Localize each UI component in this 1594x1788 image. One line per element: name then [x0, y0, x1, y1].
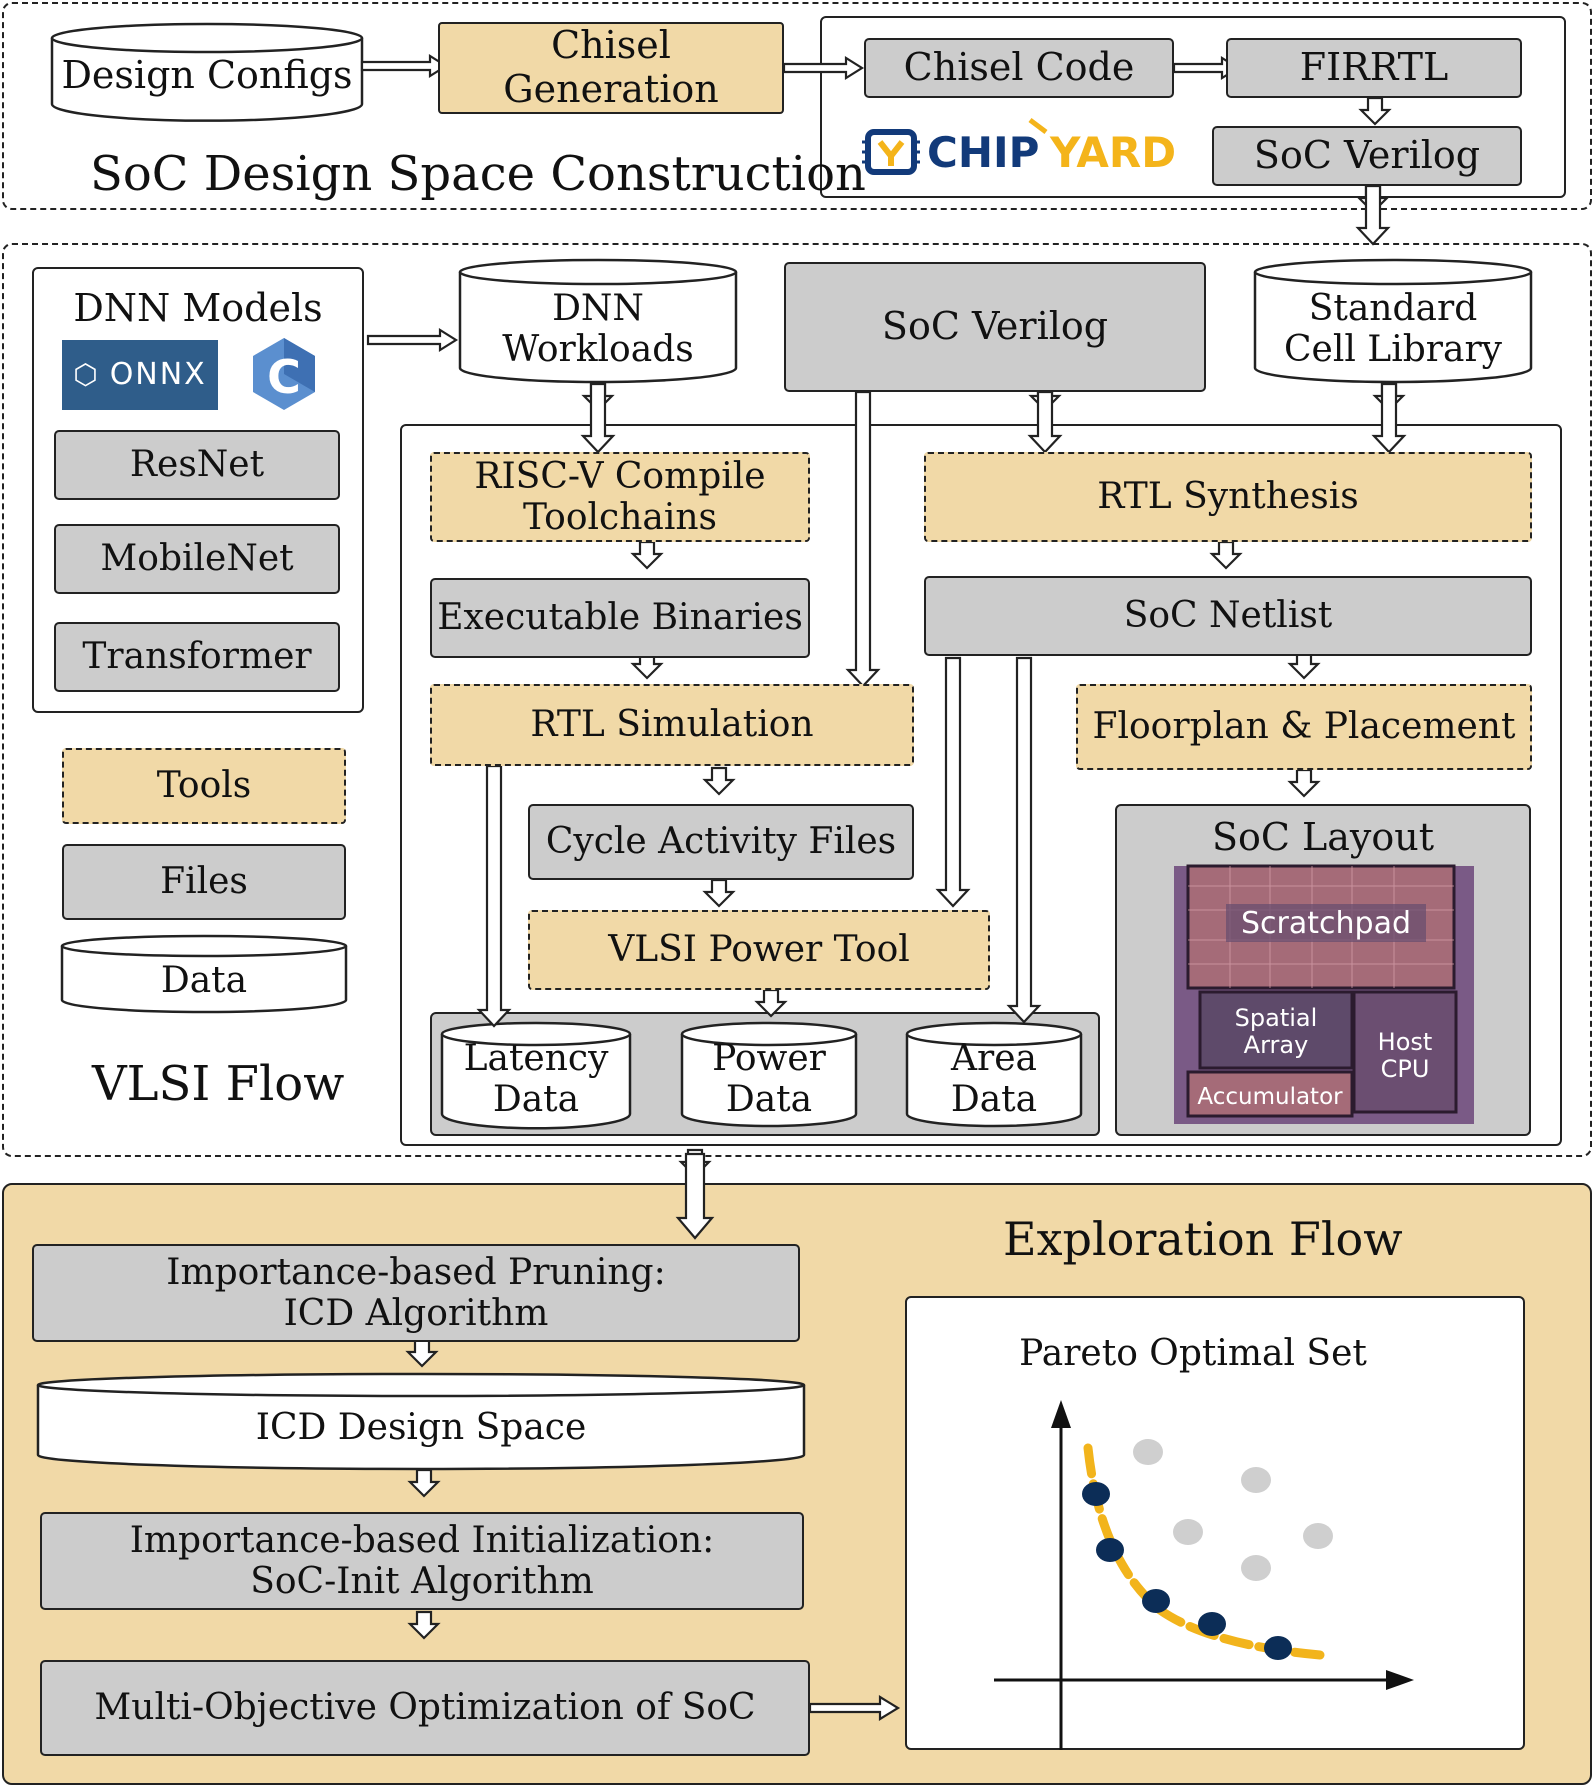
- cylinder-std-cell-library: [1253, 258, 1533, 384]
- area-line-2: Data: [950, 1079, 1038, 1120]
- soc-netlist-box: SoC Netlist: [924, 576, 1532, 656]
- pareto-panel: [905, 1296, 1525, 1750]
- chipyard-text-2: YARD: [1049, 128, 1176, 177]
- initialization-box: Importance-based Initialization: SoC-Ini…: [40, 1512, 804, 1610]
- soc-design-space-region: [2, 2, 1592, 210]
- long-arrows: [476, 184, 1407, 1240]
- soc-layout-title: SoC Layout: [1211, 815, 1435, 860]
- dnn-model-transformer: Transformer: [54, 622, 340, 692]
- exploration-flow-title: Exploration Flow: [1003, 1212, 1403, 1266]
- power-line-2: Data: [725, 1079, 813, 1120]
- executable-binaries-box: Executable Binaries: [430, 578, 810, 658]
- init-line-2: SoC-Init Algorithm: [250, 1561, 594, 1602]
- area-data-label: Area Data: [907, 1036, 1081, 1122]
- pareto-point: [1082, 1482, 1110, 1506]
- pareto-plot: [994, 1400, 1414, 1750]
- pruning-box: Importance-based Pruning: ICD Algorithm: [32, 1244, 800, 1342]
- legend-tools: Tools: [62, 748, 346, 824]
- onnx-text: ONNX: [109, 356, 207, 392]
- chipyard-text-1: CHIP: [927, 128, 1039, 177]
- scratchpad-label: Scratchpad: [1241, 906, 1411, 941]
- cylinder-dnn-workloads: [458, 258, 738, 384]
- spatial-array-label-1: Spatial: [1235, 1004, 1318, 1032]
- pareto-points: [1082, 1482, 1292, 1660]
- legend-data: Data: [160, 960, 248, 1002]
- y-axis-arrow: [1051, 1400, 1071, 1428]
- dominated-point: [1303, 1523, 1333, 1549]
- floorplan-placement-box: Floorplan & Placement: [1076, 684, 1532, 770]
- host-cpu-label-2: CPU: [1381, 1055, 1430, 1083]
- vlsi-flow-region: [2, 243, 1592, 1157]
- dnn-workloads-line-2: Workloads: [502, 329, 694, 370]
- init-line-1: Importance-based Initialization:: [129, 1519, 715, 1561]
- pruning-line-1: Importance-based Pruning:: [166, 1251, 666, 1293]
- area-line-1: Area: [951, 1037, 1037, 1079]
- soc-design-space-title: SoC Design Space Construction: [90, 146, 866, 202]
- onnx-icon: ⬡: [73, 357, 100, 391]
- moo-box: Multi-Objective Optimization of SoC: [40, 1660, 810, 1756]
- std-cell-line-1: Standard: [1308, 287, 1478, 329]
- soc-verilog-top-box: SoC Verilog: [1212, 126, 1522, 186]
- c-language-logo: C: [253, 338, 315, 410]
- riscv-compile-box: RISC-V Compile Toolchains: [430, 452, 810, 542]
- host-cpu-label-1: Host: [1378, 1028, 1433, 1056]
- dnn-workloads-line-1: DNN: [552, 287, 644, 329]
- dnn-model-resnet: ResNet: [54, 430, 340, 500]
- firrtl-box: FIRRTL: [1226, 38, 1522, 98]
- cylinder-area-data: [905, 1021, 1083, 1128]
- riscv-line-2: Toolchains: [522, 497, 718, 538]
- pruning-line-2: ICD Algorithm: [283, 1293, 549, 1334]
- accumulator-label: Accumulator: [1197, 1084, 1343, 1110]
- design-configs-label: Design Configs: [61, 53, 353, 98]
- spatial-array-label-2: Array: [1244, 1031, 1309, 1059]
- dnn-workloads-label: DNN Workloads: [460, 286, 736, 372]
- dnn-models-title: DNN Models: [73, 286, 323, 331]
- onnx-logo: ⬡ ONNX: [62, 340, 218, 410]
- soc-verilog-box: SoC Verilog: [784, 262, 1206, 392]
- power-data-label: Power Data: [682, 1036, 856, 1122]
- chipyard-panel: [820, 16, 1566, 198]
- dnn-model-mobilenet: MobileNet: [54, 524, 340, 594]
- c-logo-text: C: [267, 350, 301, 404]
- latency-data-label: Latency Data: [442, 1036, 630, 1122]
- std-cell-library-label: Standard Cell Library: [1255, 286, 1531, 372]
- vlsi-power-tool-box: VLSI Power Tool: [528, 910, 990, 990]
- rtl-simulation-box: RTL Simulation: [430, 684, 914, 766]
- latency-line-1: Latency: [463, 1037, 609, 1079]
- cylinder-power-data: [680, 1021, 858, 1128]
- legend-files: Files: [62, 844, 346, 920]
- chisel-code-box: Chisel Code: [864, 38, 1174, 98]
- std-cell-line-2: Cell Library: [1283, 329, 1502, 370]
- pareto-point: [1264, 1636, 1292, 1660]
- x-axis-arrow: [1386, 1670, 1414, 1690]
- cylinder-latency-data: [440, 1021, 632, 1130]
- dominated-point: [1241, 1555, 1271, 1581]
- icd-design-space-label: ICD Design Space: [255, 1407, 587, 1449]
- dominated-point: [1173, 1519, 1203, 1545]
- pareto-title: Pareto Optimal Set: [1019, 1333, 1367, 1375]
- pareto-point: [1096, 1538, 1124, 1562]
- chisel-generation-box: Chisel Generation: [438, 22, 784, 114]
- riscv-line-1: RISC-V Compile: [474, 455, 766, 497]
- cycle-activity-box: Cycle Activity Files: [528, 804, 914, 880]
- chipyard-logo: CHIP YARD: [862, 118, 1176, 177]
- vlsi-flow-title: VLSI Flow: [92, 1056, 345, 1112]
- power-line-1: Power: [712, 1037, 826, 1079]
- pareto-point: [1198, 1612, 1226, 1636]
- vlsi-inner-panel: [400, 424, 1562, 1146]
- cylinder-design-configs: [50, 22, 364, 122]
- pareto-point: [1142, 1589, 1170, 1613]
- dominated-points: [1133, 1439, 1333, 1581]
- cylinder-legend-data: [60, 934, 348, 1014]
- dominated-point: [1241, 1467, 1271, 1493]
- dominated-point: [1133, 1439, 1163, 1465]
- rtl-synthesis-box: RTL Synthesis: [924, 452, 1532, 542]
- soc-layout-image: Scratchpad Spatial Array Host CPU Accumu…: [1174, 864, 1474, 1124]
- dnn-models-panel: [32, 267, 364, 713]
- latency-line-2: Data: [492, 1079, 580, 1120]
- cylinder-icd-design-space: [36, 1372, 806, 1471]
